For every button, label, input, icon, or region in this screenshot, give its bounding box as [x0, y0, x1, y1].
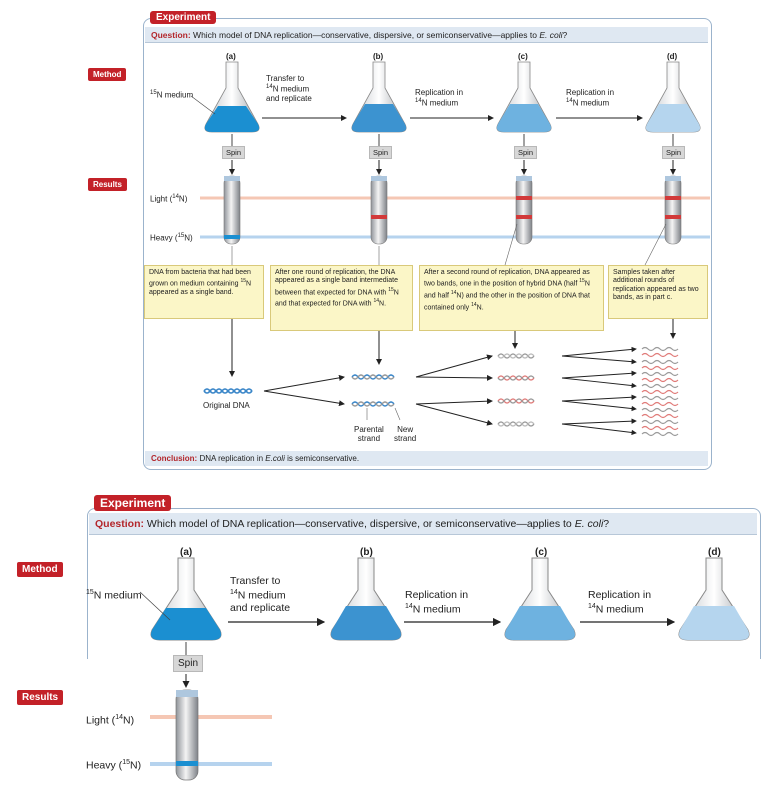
top-dna-original — [203, 388, 253, 394]
top-note-a: DNA from bacteria that had been grown on… — [144, 265, 264, 319]
bottom-tube-a — [175, 689, 199, 781]
top-replication-d-line1: Replication in — [566, 88, 615, 97]
top-dna-gen3 — [641, 346, 679, 437]
bottom-method-label: Method — [17, 562, 63, 577]
top-question-organism: E. coli — [539, 30, 563, 40]
top-transfer-label: Transfer to 14N medium and replicate — [266, 74, 312, 103]
bottom-question-prefix: Question: — [95, 518, 144, 530]
top-new-line1: New — [397, 425, 414, 434]
bottom-replication-c-line1: Replication in — [405, 589, 469, 601]
top-note-d: Samples taken after additional rounds of… — [608, 265, 708, 319]
top-question-bar: Question: Which model of DNA replication… — [145, 27, 708, 43]
top-question-prefix: Question: — [151, 30, 191, 40]
bottom-question-text: Which model of DNA replication—conservat… — [146, 518, 572, 530]
top-flask-b — [351, 61, 407, 133]
top-spin-c: Spin — [514, 146, 538, 159]
top-conclusion-end: is semiconservative. — [287, 454, 360, 463]
bottom-transfer-line1: Transfer to — [230, 575, 281, 587]
top-illustration — [190, 61, 710, 437]
top-conclusion-organism: E.coli — [265, 454, 285, 463]
top-dna-gen1 — [351, 374, 395, 407]
bottom-experiment-label: Experiment — [94, 495, 172, 511]
bottom-results-label: Results — [17, 690, 64, 705]
bottom-flask-c — [504, 557, 576, 641]
bottom-spin-a: Spin — [173, 655, 204, 672]
top-transfer-line1: Transfer to — [266, 74, 305, 83]
top-note-c: After a second round of replication, DNA… — [419, 265, 604, 331]
top-question-text: Which model of DNA replication—conservat… — [193, 30, 537, 40]
bottom-transfer-line3: and replicate — [230, 601, 291, 614]
top-conclusion-bar: Conclusion: DNA replication in E.coli is… — [145, 451, 708, 466]
top-spin-d: Spin — [662, 146, 686, 159]
top-method-label: Method — [88, 68, 127, 81]
top-heavy-label: Heavy (15N) — [150, 233, 193, 243]
top-question-end: ? — [562, 30, 568, 40]
bottom-flask-a — [139, 557, 222, 641]
top-column-d: (d) — [667, 52, 678, 61]
bottom-question-organism: E. coli — [574, 518, 604, 530]
top-parental-line1: Parental — [354, 425, 384, 434]
top-spin-a: Spin — [222, 146, 246, 159]
bottom-illustration — [139, 557, 750, 781]
bottom-column-d: (d) — [708, 547, 721, 558]
top-parental-line2: strand — [357, 434, 381, 443]
bottom-column-a: (a) — [180, 547, 193, 558]
bottom-question-end: ? — [603, 518, 610, 530]
top-tube-b — [370, 175, 388, 245]
top-medium-label: 15N medium — [150, 90, 194, 100]
top-transfer-line3: and replicate — [266, 93, 312, 103]
top-column-b: (b) — [373, 52, 384, 61]
top-original-dna-label: Original DNA — [203, 401, 250, 410]
bottom-flask-b — [330, 557, 402, 641]
top-conclusion-prefix: Conclusion: — [151, 454, 198, 463]
top-experiment-label: Experiment — [150, 11, 217, 24]
bottom-column-b: (b) — [360, 547, 373, 558]
top-spin-b: Spin — [369, 146, 393, 159]
top-tube-c — [515, 175, 533, 245]
top-tube-a — [223, 175, 241, 245]
top-tube-d — [664, 175, 682, 245]
bottom-question-bar: Question: Which model of DNA replication… — [89, 513, 757, 535]
bottom-transfer-label: Transfer to 14N medium and replicate — [230, 575, 291, 614]
bottom-column-c: (c) — [535, 547, 548, 558]
top-flask-d — [645, 61, 701, 133]
bottom-medium-label: 15N medium — [86, 589, 142, 602]
top-flask-a — [190, 61, 260, 133]
top-column-c: (c) — [518, 52, 528, 61]
top-results-label: Results — [88, 178, 127, 191]
top-note-b: After one round of replication, the DNA … — [270, 265, 413, 331]
top-new-line2: strand — [394, 434, 417, 443]
top-column-a: (a) — [226, 52, 236, 61]
top-conclusion-text: DNA replication in — [199, 454, 264, 463]
top-light-label: Light (14N) — [150, 194, 188, 204]
top-replication-c-line1: Replication in — [415, 88, 464, 97]
top-dna-gen2 — [497, 353, 535, 427]
bottom-flask-d — [678, 557, 750, 641]
bottom-replication-d-line1: Replication in — [588, 589, 652, 601]
bottom-light-label: Light (14N) — [86, 714, 135, 727]
bottom-heavy-label: Heavy (15N) — [86, 759, 142, 772]
top-flask-c — [496, 61, 552, 133]
